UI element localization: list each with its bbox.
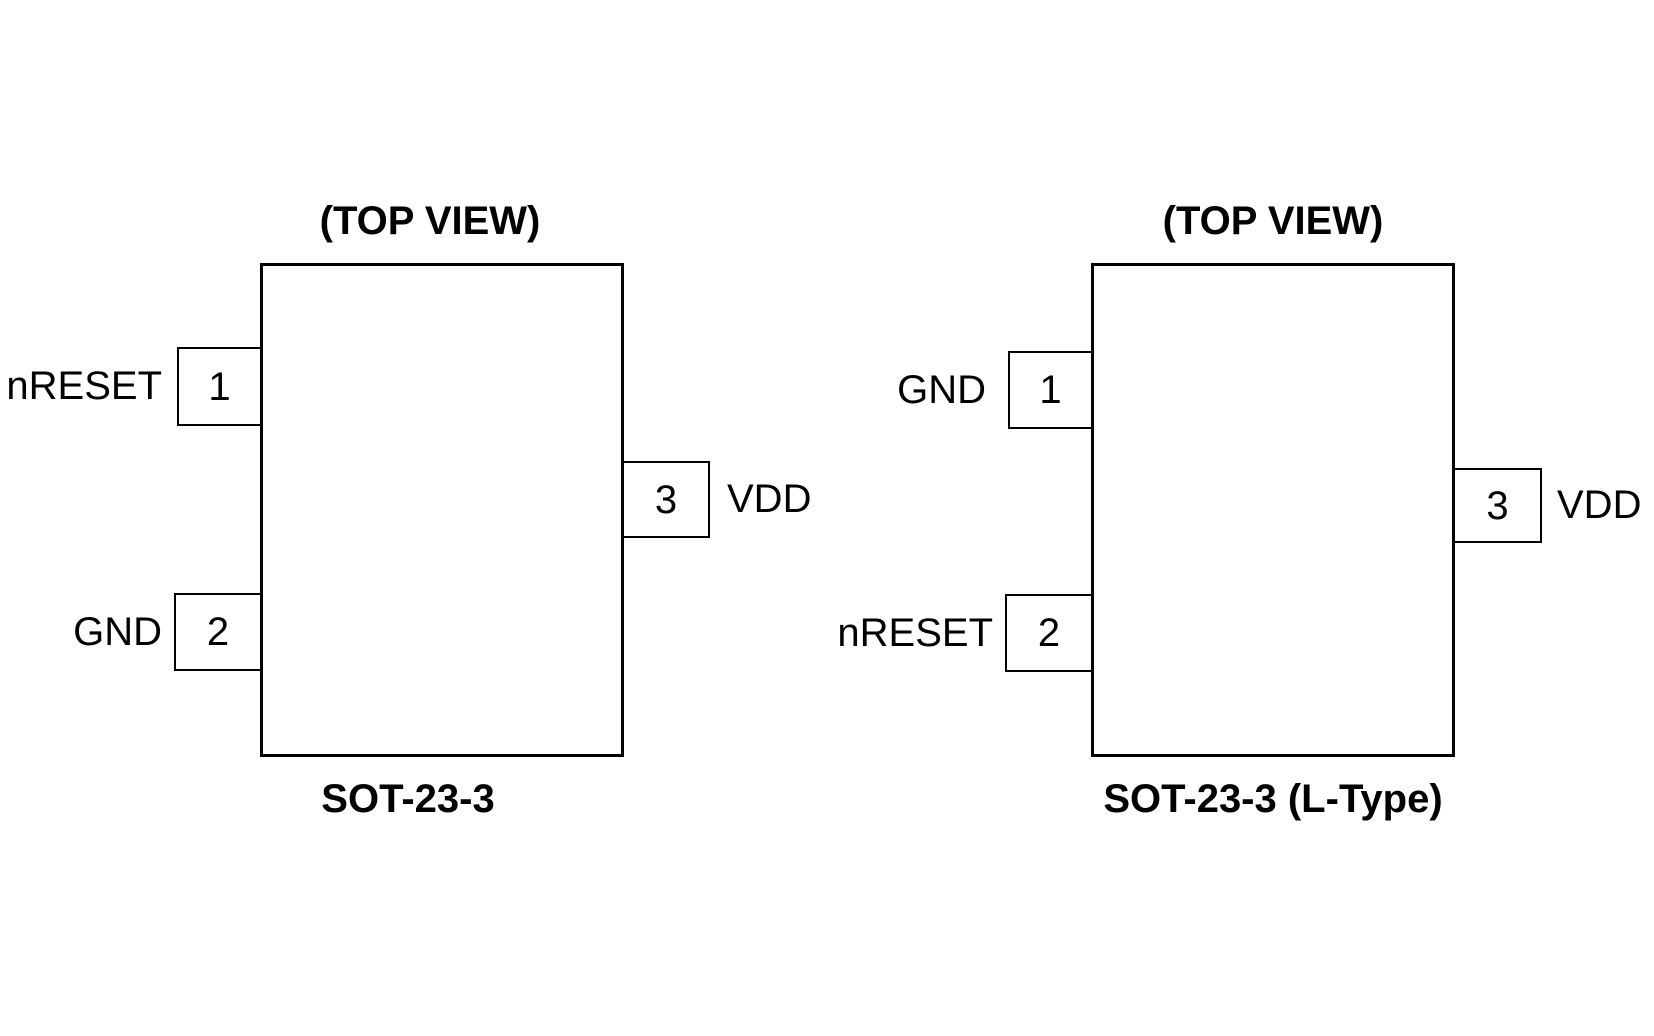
- pin-1-box: 1: [1008, 351, 1093, 429]
- pin-2-label: nRESET: [837, 611, 993, 655]
- pin-2-box: 2: [1005, 594, 1093, 672]
- pin-2-number: 2: [206, 610, 230, 654]
- pin-2-box: 2: [174, 593, 262, 671]
- package-name-caption: SOT-23-3: [321, 777, 495, 821]
- top-view-label: (TOP VIEW): [1162, 199, 1384, 243]
- pin-1-label: GND: [897, 368, 986, 412]
- pin-1-number: 1: [208, 364, 231, 409]
- pin-3-box: 3: [622, 461, 710, 538]
- package-body-outline: [1091, 263, 1455, 757]
- pin-3-label: VDD: [1557, 483, 1642, 527]
- pin-3-number: 3: [1486, 483, 1509, 528]
- pin-1-box: 1: [177, 347, 262, 426]
- package-name-caption: SOT-23-3 (L-Type): [1103, 777, 1443, 821]
- package-body-outline: [260, 263, 624, 757]
- pin-3-box: 3: [1453, 468, 1542, 543]
- pin-2-label: GND: [73, 610, 162, 654]
- pin-3-number: 3: [654, 477, 678, 522]
- pin-3-label: VDD: [727, 477, 812, 521]
- top-view-label: (TOP VIEW): [319, 199, 541, 243]
- pin-1-label: nRESET: [6, 364, 162, 408]
- pin-1-number: 1: [1039, 368, 1062, 412]
- pin-2-number: 2: [1037, 611, 1061, 655]
